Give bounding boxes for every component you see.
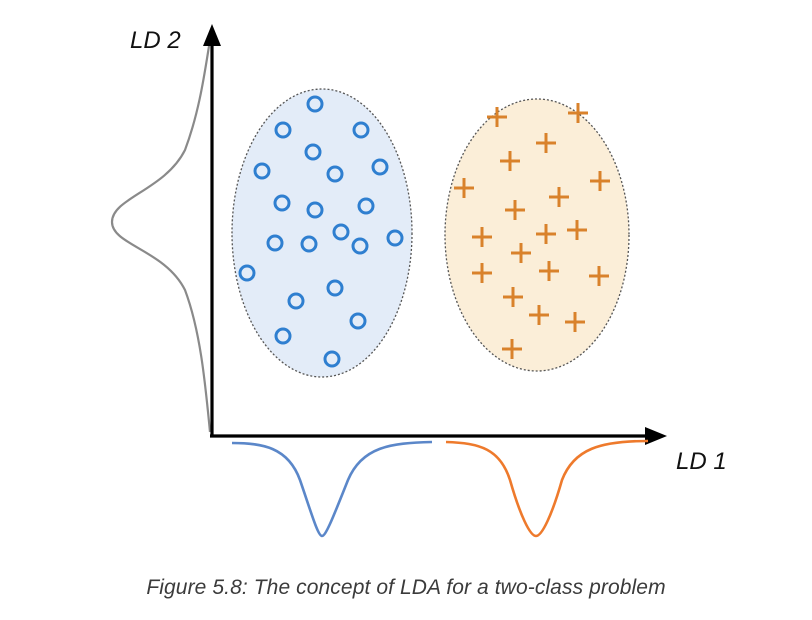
class-2-point [590, 171, 610, 191]
class-2-point [487, 107, 507, 127]
class-1-point [304, 143, 322, 161]
figure-caption: Figure 5.8: The concept of LDA for a two… [146, 576, 666, 599]
class-1-point [357, 197, 375, 215]
class-2-point [536, 133, 556, 153]
class-2-point [529, 305, 549, 325]
class-2-point [567, 220, 587, 240]
class-2-point [502, 339, 522, 359]
class-2-point [549, 187, 569, 207]
class-1-point [326, 279, 344, 297]
axes [203, 24, 667, 445]
class-1-points [238, 95, 404, 368]
y-axis-label: LD 2 [130, 27, 181, 54]
class-1-point [238, 264, 256, 282]
class-2-point [536, 224, 556, 244]
class-2-point [454, 178, 474, 198]
class-2-point [505, 200, 525, 220]
class-1-point [351, 237, 369, 255]
class-1-point [323, 350, 341, 368]
class-1-point [300, 235, 318, 253]
class-1-point [349, 312, 367, 330]
y-axis-arrowhead [203, 24, 221, 46]
class-2-point [472, 227, 492, 247]
class-1-point [274, 121, 292, 139]
class-2-points [454, 103, 610, 359]
class-2-projection-curve [445, 439, 649, 538]
class-1-point [273, 194, 291, 212]
class-1-point [332, 223, 350, 241]
class-2-point [511, 243, 531, 263]
x-axis-label: LD 1 [676, 448, 727, 475]
ld2-projection-curve [110, 39, 212, 433]
class-1-point [274, 327, 292, 345]
class-1-point [306, 95, 324, 113]
class-2-point [568, 103, 588, 123]
class-1-point [326, 165, 344, 183]
class-1-point [306, 201, 324, 219]
x-axis-arrowhead [645, 427, 667, 445]
class-1-point [253, 162, 271, 180]
class-2-point [500, 151, 520, 171]
class-2-point [565, 312, 585, 332]
class-2-point [503, 287, 523, 307]
class-2-point [539, 261, 559, 281]
class-1-ellipse [231, 88, 413, 378]
class-1-point [266, 234, 284, 252]
class-2-point [472, 263, 492, 283]
class-1-point [386, 229, 404, 247]
class-2-point [589, 266, 609, 286]
class-1-projection-curve [231, 440, 433, 538]
class-1-point [352, 121, 370, 139]
class-1-point [287, 292, 305, 310]
class-1-point [371, 158, 389, 176]
